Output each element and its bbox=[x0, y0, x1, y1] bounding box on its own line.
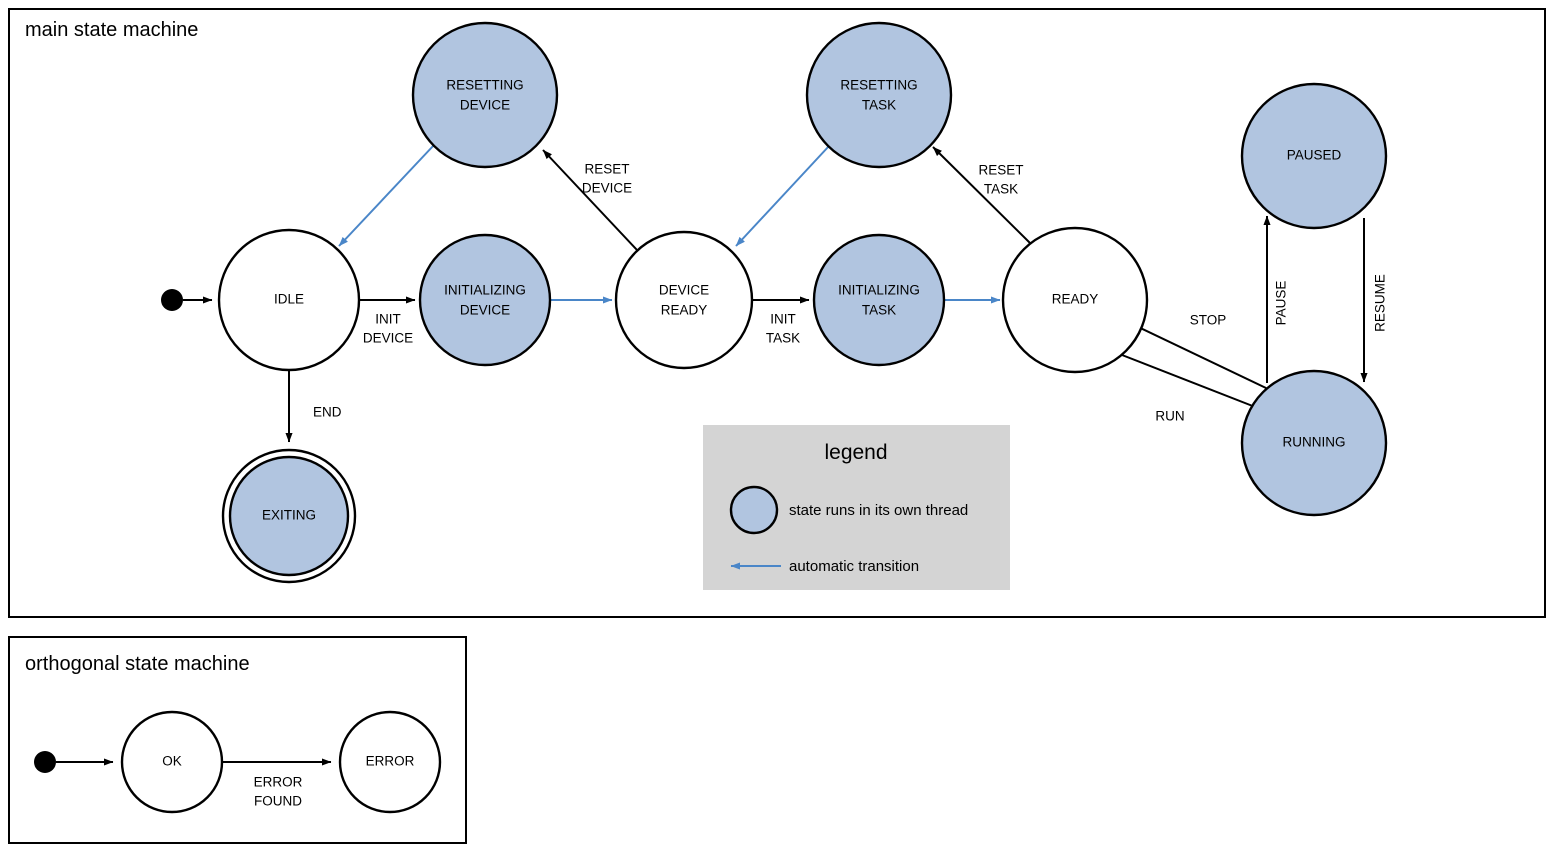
state-device-ready-shape[interactable] bbox=[614, 230, 754, 370]
state-idle[interactable]: IDLE bbox=[217, 228, 361, 372]
state-error-shape[interactable] bbox=[338, 710, 442, 814]
transition-device-ready-reset-device bbox=[542, 149, 638, 251]
state-initializing-task[interactable]: INITIALIZING TASK bbox=[812, 233, 946, 367]
orthogonal-frame-title: orthogonal state machine bbox=[25, 653, 250, 675]
state-device-ready-label-line2: READY bbox=[661, 303, 708, 318]
state-running-shape[interactable] bbox=[1240, 369, 1388, 517]
edge-label-init-task-line1: INIT bbox=[770, 312, 796, 327]
state-ready-label: READY bbox=[1052, 292, 1099, 307]
state-exiting-shape[interactable] bbox=[228, 455, 350, 577]
state-paused-label: PAUSED bbox=[1287, 148, 1342, 163]
edge-label-error-found-line2: FOUND bbox=[254, 794, 302, 809]
legend: legend state runs in its own thread auto… bbox=[703, 425, 1010, 590]
state-initializing-task-shape[interactable] bbox=[812, 233, 946, 367]
state-paused-shape[interactable] bbox=[1240, 82, 1388, 230]
main-transitions: INIT DEVICE RESET DEVICE INIT TASK RESET… bbox=[183, 144, 1388, 443]
initial-state-marker bbox=[161, 289, 183, 311]
state-device-ready-label-line1: DEVICE bbox=[659, 283, 709, 298]
edge-label-init-device-line1: INIT bbox=[375, 312, 401, 327]
state-resetting-task-label-line1: RESETTING bbox=[840, 78, 917, 93]
state-ok[interactable]: OK bbox=[120, 710, 224, 814]
state-resetting-device-label-line2: DEVICE bbox=[460, 98, 510, 113]
orthogonal-initial-state-marker bbox=[34, 751, 56, 773]
legend-title: legend bbox=[824, 441, 887, 464]
state-error-label: ERROR bbox=[366, 754, 415, 769]
edge-label-reset-device-line1: RESET bbox=[584, 162, 629, 177]
state-exiting-label: EXITING bbox=[262, 508, 316, 523]
state-resetting-task[interactable]: RESETTING TASK bbox=[805, 21, 953, 169]
state-error[interactable]: ERROR bbox=[338, 710, 442, 814]
edge-label-pause: PAUSE bbox=[1274, 281, 1289, 326]
edge-label-reset-task-line2: TASK bbox=[984, 182, 1018, 197]
legend-item-thread-state-label: state runs in its own thread bbox=[789, 502, 968, 519]
transition-ready-running bbox=[1121, 354, 1269, 413]
state-idle-label: IDLE bbox=[274, 292, 304, 307]
edge-label-init-device-line2: DEVICE bbox=[363, 331, 413, 346]
edge-label-resume: RESUME bbox=[1373, 274, 1388, 332]
main-states: IDLE RESETTING DEVICE INITIALIZING DEVIC… bbox=[161, 21, 1388, 584]
state-initializing-device-label-line1: INITIALIZING bbox=[444, 283, 526, 298]
edge-label-end: END bbox=[313, 405, 342, 420]
edge-label-stop: STOP bbox=[1190, 313, 1227, 328]
transition-ready-reset-task bbox=[932, 146, 1031, 244]
state-resetting-task-label-line2: TASK bbox=[862, 98, 896, 113]
state-device-ready[interactable]: DEVICE READY bbox=[614, 230, 754, 370]
edge-label-init-task-line2: TASK bbox=[766, 331, 800, 346]
edge-label-reset-device-line2: DEVICE bbox=[582, 181, 632, 196]
state-resetting-device-label-line1: RESETTING bbox=[446, 78, 523, 93]
transition-running-ready bbox=[1131, 323, 1267, 389]
edge-label-error-found-line1: ERROR bbox=[254, 775, 303, 790]
state-resetting-device-shape[interactable] bbox=[411, 21, 559, 169]
edge-label-reset-task-line1: RESET bbox=[978, 163, 1023, 178]
state-paused[interactable]: PAUSED bbox=[1240, 82, 1388, 230]
orthogonal-state-machine-frame: orthogonal state machine OK ERROR FOUND … bbox=[8, 636, 467, 844]
state-ready-shape[interactable] bbox=[1001, 226, 1149, 374]
state-initializing-device-label-line2: DEVICE bbox=[460, 303, 510, 318]
transition-resetting-device-idle bbox=[338, 144, 435, 247]
state-ok-label: OK bbox=[162, 754, 182, 769]
state-idle-shape[interactable] bbox=[217, 228, 361, 372]
edge-label-run: RUN bbox=[1155, 409, 1184, 424]
legend-item-auto-transition: automatic transition bbox=[730, 558, 919, 575]
state-initializing-device-shape[interactable] bbox=[418, 233, 552, 367]
state-ready[interactable]: READY bbox=[1001, 226, 1149, 374]
state-running-label: RUNNING bbox=[1283, 435, 1346, 450]
state-resetting-task-shape[interactable] bbox=[805, 21, 953, 169]
legend-thread-state-icon bbox=[729, 485, 779, 535]
legend-item-thread-state: state runs in its own thread bbox=[729, 485, 968, 535]
state-initializing-device[interactable]: INITIALIZING DEVICE bbox=[418, 233, 552, 367]
state-exiting[interactable]: EXITING bbox=[221, 448, 357, 584]
transition-resetting-task-device-ready bbox=[735, 145, 830, 247]
state-initializing-task-label-line1: INITIALIZING bbox=[838, 283, 920, 298]
main-frame-title: main state machine bbox=[25, 19, 198, 41]
state-initializing-task-label-line2: TASK bbox=[862, 303, 896, 318]
state-exiting-outer-ring bbox=[221, 448, 357, 584]
legend-item-auto-transition-label: automatic transition bbox=[789, 558, 919, 575]
state-resetting-device[interactable]: RESETTING DEVICE bbox=[411, 21, 559, 169]
state-running[interactable]: RUNNING bbox=[1240, 369, 1388, 517]
